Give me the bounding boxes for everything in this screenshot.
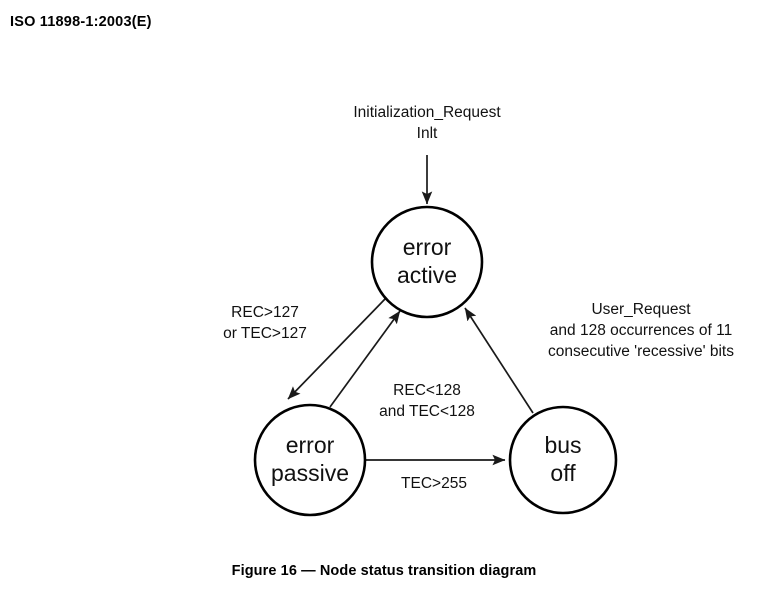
state-label-bus-off-line1: bus (544, 432, 581, 458)
state-node-error-passive[interactable]: error passive (253, 403, 367, 517)
state-label-error-passive-line2: passive (271, 460, 349, 486)
document-header: ISO 11898-1:2003(E) (10, 14, 152, 30)
state-circle-bus-off[interactable] (508, 405, 618, 515)
figure-caption: Figure 16 — Node status transition diagr… (231, 563, 537, 579)
edge-label-rec128-line2: and TEC<128 (379, 403, 475, 420)
state-circle-error-passive[interactable] (253, 403, 367, 517)
state-node-bus-off[interactable]: bus off (508, 405, 618, 515)
transition-error-passive-to-error-active: REC<128 and TEC<128 (329, 310, 475, 420)
state-label-error-active-line1: error (403, 234, 452, 260)
state-node-error-active[interactable]: error active (370, 205, 484, 319)
edge-label-rec127-line2: or TEC>127 (223, 325, 307, 342)
edge-label-tec255: TEC>255 (401, 475, 467, 492)
edge-arrow-error-passive-to-error-active (329, 310, 401, 408)
transition-init-to-error-active: Initialization_Request Inlt (353, 104, 501, 205)
edge-arrow-bus-off-to-error-active (464, 307, 534, 414)
state-label-bus-off-line2: off (550, 460, 576, 486)
transition-error-active-to-error-passive: REC>127 or TEC>127 (223, 298, 386, 400)
state-transition-svg: Initialization_Request Inlt REC>127 or T… (223, 104, 734, 517)
edge-label-user-request-line1: User_Request (591, 301, 691, 318)
state-circle-error-active[interactable] (370, 205, 484, 319)
edge-label-rec127-line1: REC>127 (231, 304, 299, 321)
edge-label-user-request-line2: and 128 occurrences of 11 (550, 322, 732, 339)
edge-label-user-request-line3: consecutive 'recessive' bits (548, 343, 734, 360)
state-label-error-active-line2: active (397, 262, 457, 288)
edge-label-init-line1: Initialization_Request (353, 104, 501, 121)
figure-16-diagram: Initialization_Request Inlt REC>127 or T… (0, 46, 768, 546)
transition-error-passive-to-bus-off: TEC>255 (365, 454, 506, 492)
state-label-error-passive-line1: error (286, 432, 335, 458)
edge-label-init-line2: Inlt (417, 125, 438, 142)
edge-arrow-error-active-to-error-passive (287, 298, 386, 400)
transition-bus-off-to-error-active: User_Request and 128 occurrences of 11 c… (464, 301, 734, 414)
edge-label-rec128-line1: REC<128 (393, 382, 461, 399)
